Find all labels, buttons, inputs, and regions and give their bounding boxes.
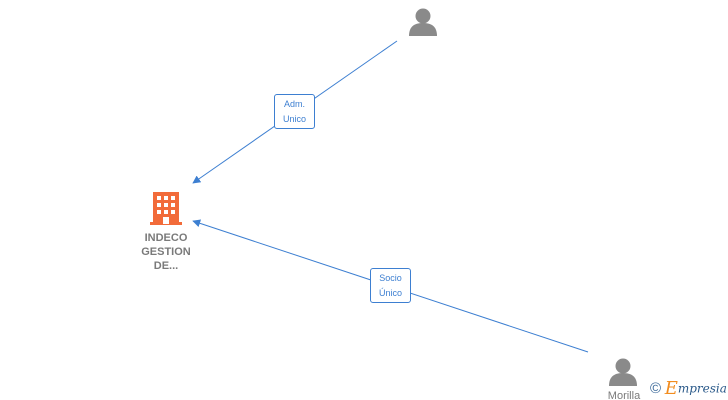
person-node-label[interactable]: Morilla — [607, 390, 641, 400]
person-icon[interactable] — [409, 8, 437, 37]
copyright-symbol: © — [650, 380, 662, 397]
person-icon[interactable] — [609, 358, 637, 387]
brand-logo-initial: E — [664, 378, 678, 399]
brand-logo-text: mpresia — [677, 381, 727, 396]
edge-role-label: Adm. Unico — [274, 94, 315, 129]
company-node-label[interactable]: INDECO GESTION DE... — [141, 232, 191, 272]
empresia-watermark: © Empresia — [650, 378, 727, 400]
building-icon[interactable] — [150, 192, 182, 225]
edge-role-label: Socio Único — [370, 268, 411, 303]
